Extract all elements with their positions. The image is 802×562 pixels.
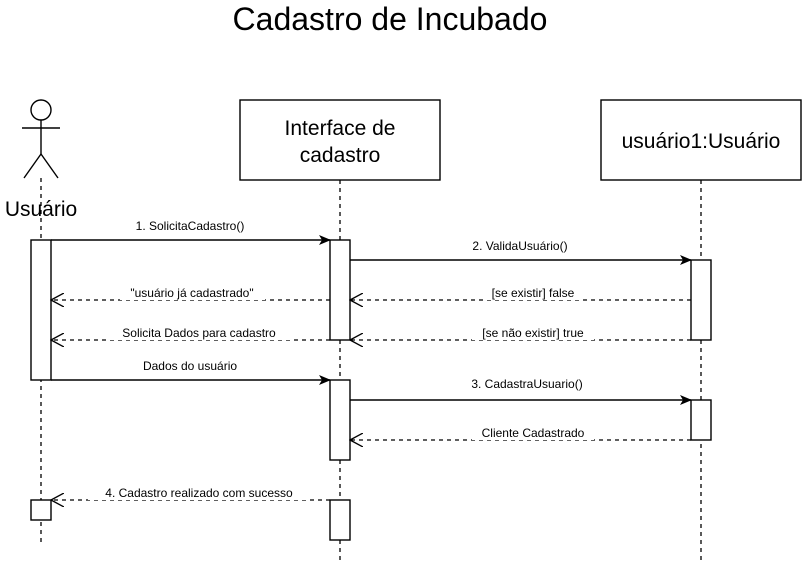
return-label-3: [se não existir] true (482, 326, 584, 340)
diagram-title: Cadastro de Incubado (233, 1, 548, 37)
return-label-6: 4. Cadastro realizado com sucesso (105, 486, 293, 500)
return-label-bg-3 (472, 326, 594, 340)
interface-label-line1: Interface de (285, 117, 396, 140)
actor-figure (22, 99, 60, 179)
return-label-bg-5 (472, 426, 594, 440)
entity-participant-box (600, 99, 802, 181)
return-label-5: Cliente Cadastrado (482, 426, 585, 440)
return-label-bg-1 (483, 286, 583, 300)
message-label-2: 2. ValidaUsuário() (472, 239, 567, 253)
return-label-bg-2 (120, 286, 265, 300)
interface-participant-box (239, 99, 441, 181)
return-label-bg-4 (110, 326, 290, 340)
interface-label-line2: cadastro (300, 144, 381, 167)
entity-activation-1 (690, 259, 712, 341)
entity-label: usuário1:Usuário (622, 130, 781, 153)
return-label-2: "usuário já cadastrado" (130, 286, 253, 300)
return-label-1: [se existir] false (492, 286, 575, 300)
return-label-bg-6 (88, 486, 310, 500)
actor-label: Usuário (5, 198, 77, 221)
message-label-1: 1. SolicitaCadastro() (136, 219, 245, 233)
message-label-3: Dados do usuário (143, 359, 237, 373)
message-label-4: 3. CadastraUsuario() (471, 377, 582, 391)
entity-activation-2 (690, 399, 712, 441)
interface-activation-2 (329, 379, 351, 461)
actor-activation-end (30, 499, 52, 521)
return-label-4: Solicita Dados para cadastro (122, 326, 276, 340)
interface-activation-1 (329, 239, 351, 341)
actor-activation (30, 239, 52, 381)
interface-activation-3 (329, 499, 351, 541)
